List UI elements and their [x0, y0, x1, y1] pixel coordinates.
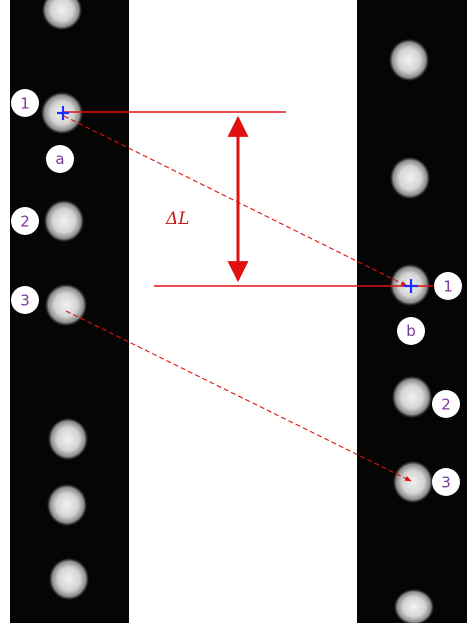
left-spot-0: [42, 0, 82, 30]
left-labels: 1 a 2 3: [11, 89, 74, 314]
right-spot-4: [393, 461, 433, 503]
svg-text:2: 2: [20, 213, 30, 231]
right-labels: 1 b 2 3: [397, 272, 462, 496]
crosshair-icon: [57, 106, 418, 293]
right-label-1: 1: [434, 272, 462, 300]
right-spot-1: [390, 157, 430, 199]
left-crosshair: [57, 106, 69, 120]
right-spot-5: [394, 589, 434, 623]
svg-text:1: 1: [443, 278, 453, 296]
left-label-3: 3: [11, 286, 39, 314]
svg-text:3: 3: [441, 474, 451, 492]
left-label-a: a: [46, 145, 74, 173]
right-spot-0: [389, 39, 429, 81]
left-spot-2: [44, 200, 84, 242]
svg-text:a: a: [55, 150, 64, 168]
right-crosshair: [404, 279, 418, 293]
left-spots: [41, 0, 89, 600]
dashed-arrow-3: [65, 310, 412, 482]
left-label-1: 1: [11, 89, 39, 117]
svg-text:1: 1: [20, 95, 30, 113]
svg-text:2: 2: [441, 396, 451, 414]
left-label-2: 2: [11, 207, 39, 235]
right-spot-3: [392, 376, 432, 418]
left-spot-3: [45, 284, 87, 326]
dashed-arrow-icon: [63, 115, 412, 482]
right-label-3: 3: [432, 468, 460, 496]
left-spot-6: [49, 558, 89, 600]
right-image-strip: [357, 0, 467, 623]
left-spot-4: [48, 418, 88, 460]
right-label-2: 2: [432, 390, 460, 418]
svg-text:b: b: [406, 322, 416, 340]
right-label-b: b: [397, 317, 425, 345]
left-spot-5: [47, 484, 87, 526]
svg-text:3: 3: [20, 292, 30, 310]
delta-l-label: ΔL: [165, 209, 190, 229]
